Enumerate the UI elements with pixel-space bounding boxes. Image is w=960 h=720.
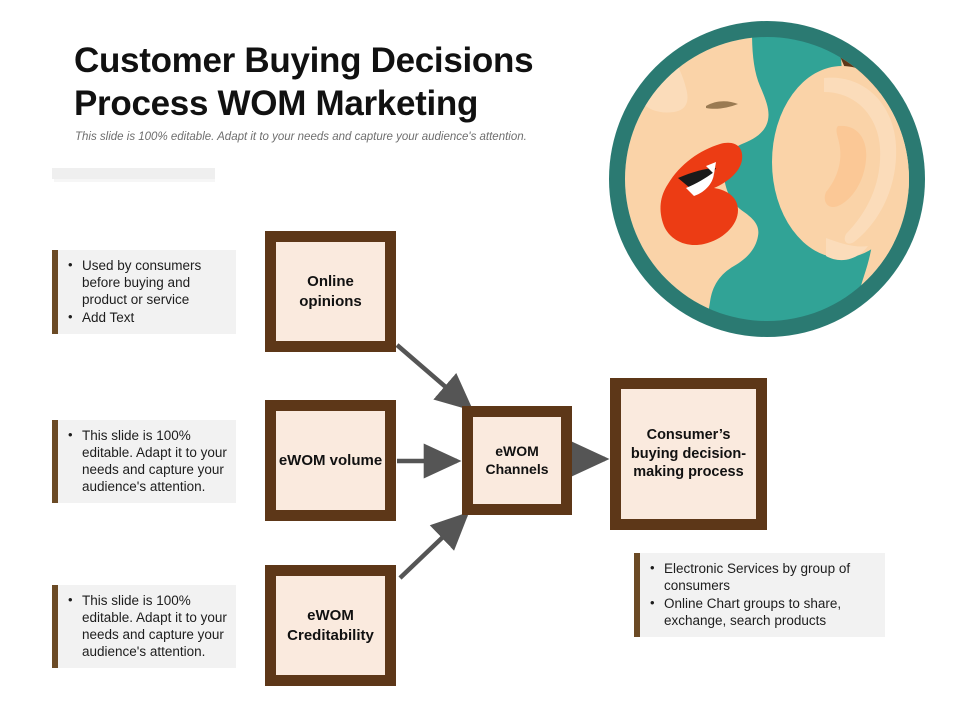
accent-bar — [52, 250, 58, 334]
list-item: • This slide is 100% editable. Adapt it … — [68, 592, 230, 661]
note-body: • This slide is 100% editable. Adapt it … — [58, 420, 236, 503]
bullet-icon: • — [68, 427, 73, 442]
flow-box-buying-decision-process[interactable]: Consumer’s buying decision-making proces… — [610, 378, 767, 530]
listener-ear-helix — [824, 77, 897, 244]
note-panel-ewom-volume: • This slide is 100% editable. Adapt it … — [52, 420, 236, 503]
list-item: • Used by consumers before buying and pr… — [68, 257, 230, 308]
list-item-text: Add Text — [82, 310, 135, 326]
speaker-mouth-opening — [678, 168, 716, 188]
accent-bar — [634, 553, 640, 637]
slide-subtitle: This slide is 100% editable. Adapt it to… — [75, 131, 527, 143]
arrow-online-to-channels — [395, 343, 474, 411]
speaker-lips — [660, 142, 743, 246]
bullet-icon: • — [68, 309, 73, 325]
speaker-eye — [706, 101, 738, 109]
flow-box-ewom-volume[interactable]: eWOM volume — [265, 400, 396, 521]
speaker-tooth-upper — [706, 162, 716, 174]
note-body: • Electronic Services by group of consum… — [640, 553, 885, 637]
list-item-text: This slide is 100% editable. Adapt it to… — [82, 593, 227, 660]
list-item-text: Electronic Services by group of consumer… — [664, 561, 851, 594]
note-panel-online-opinions: • Used by consumers before buying and pr… — [52, 250, 236, 334]
list-item: • Online Chart groups to share, exchange… — [650, 595, 879, 629]
speaker-teeth — [686, 172, 714, 196]
list-item-text: Online Chart groups to share, exchange, … — [664, 596, 842, 629]
flow-box-ewom-channels[interactable]: eWOM Channels — [462, 406, 572, 515]
accent-bar — [52, 585, 58, 668]
list-item-text: This slide is 100% editable. Adapt it to… — [82, 428, 227, 495]
bullet-icon: • — [650, 560, 655, 575]
note-body: • Used by consumers before buying and pr… — [58, 250, 236, 334]
word-of-mouth-illustration — [609, 21, 925, 337]
title-underline-bar — [52, 168, 215, 182]
bullet-icon: • — [68, 592, 73, 607]
flow-box-online-opinions[interactable]: Online opinions — [265, 231, 396, 352]
note-panel-ewom-creditability: • This slide is 100% editable. Adapt it … — [52, 585, 236, 668]
list-item-text: Used by consumers before buying and prod… — [82, 258, 202, 308]
bullet-icon: • — [68, 257, 73, 272]
bullet-icon: • — [650, 595, 655, 611]
listener-ear-lobe — [826, 238, 868, 261]
page-title: Customer Buying Decisions Process WOM Ma… — [74, 41, 534, 123]
note-panel-outcome: • Electronic Services by group of consum… — [634, 553, 885, 637]
flow-box-ewom-creditability[interactable]: eWOM Creditability — [265, 565, 396, 686]
note-body: • This slide is 100% editable. Adapt it … — [58, 585, 236, 668]
list-item: • Add Text — [68, 309, 230, 326]
accent-bar — [52, 420, 58, 503]
list-item: • Electronic Services by group of consum… — [650, 560, 879, 594]
arrow-creditability-to-channels — [398, 511, 470, 580]
list-item: • This slide is 100% editable. Adapt it … — [68, 427, 230, 496]
listener-ear-inner — [824, 125, 867, 208]
